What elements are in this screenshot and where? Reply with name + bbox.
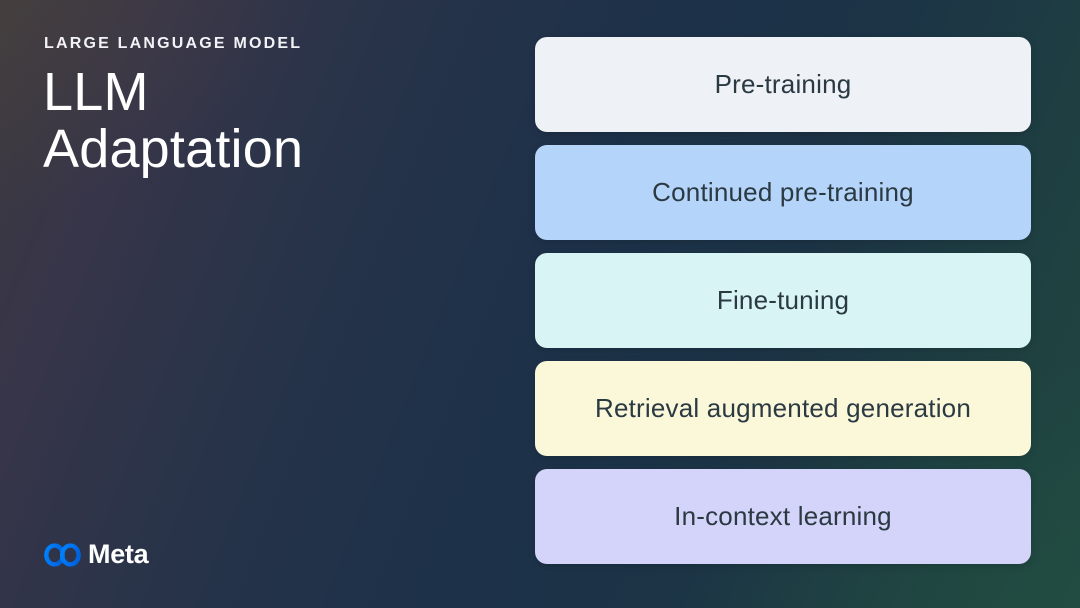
card-label: In-context learning — [674, 501, 892, 531]
card-continued-pre-training: Continued pre-training — [535, 145, 1031, 240]
card-label: Fine-tuning — [716, 285, 850, 315]
meta-wordmark: Meta — [88, 539, 149, 569]
page-title: LLM Adaptation — [43, 64, 303, 178]
card-pre-training: Pre-training — [535, 37, 1031, 132]
adaptation-methods-stack: Pre-training Continued pre-training Fine… — [535, 37, 1031, 564]
meta-infinity-icon — [44, 542, 81, 567]
card-retrieval-augmented-generation: Retrieval augmented generation — [535, 361, 1031, 456]
card-in-context-learning: In-context learning — [535, 469, 1031, 564]
card-fine-tuning: Fine-tuning — [535, 253, 1031, 348]
card-label: Pre-training — [714, 69, 852, 99]
eyebrow-label: LARGE LANGUAGE MODEL — [44, 35, 303, 52]
card-label: Continued pre-training — [652, 177, 914, 207]
meta-logo: Meta — [44, 539, 149, 570]
title-line-1: LLM — [43, 62, 149, 122]
card-label: Retrieval augmented generation — [594, 393, 972, 423]
title-line-2: Adaptation — [43, 119, 304, 179]
